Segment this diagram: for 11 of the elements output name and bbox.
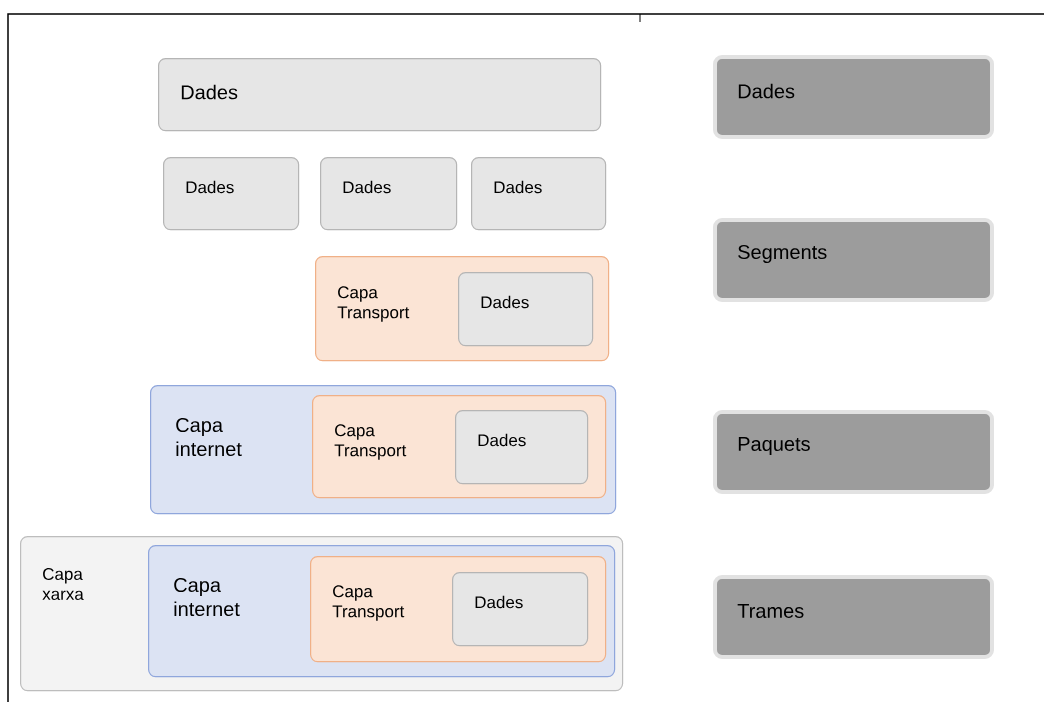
label-box: Dades	[158, 58, 602, 132]
unit-box: Trames	[713, 575, 994, 659]
label-box: Dades	[471, 157, 607, 231]
label-box: Dades	[163, 157, 300, 231]
unit-box: Segments	[713, 218, 994, 302]
label-box: Dades	[320, 157, 458, 231]
unit-box: Paquets	[713, 410, 994, 494]
label-box: Dades	[455, 410, 589, 485]
unit-box: Dades	[713, 55, 994, 139]
label-box: Dades	[458, 272, 594, 347]
label-box: Dades	[452, 572, 589, 647]
